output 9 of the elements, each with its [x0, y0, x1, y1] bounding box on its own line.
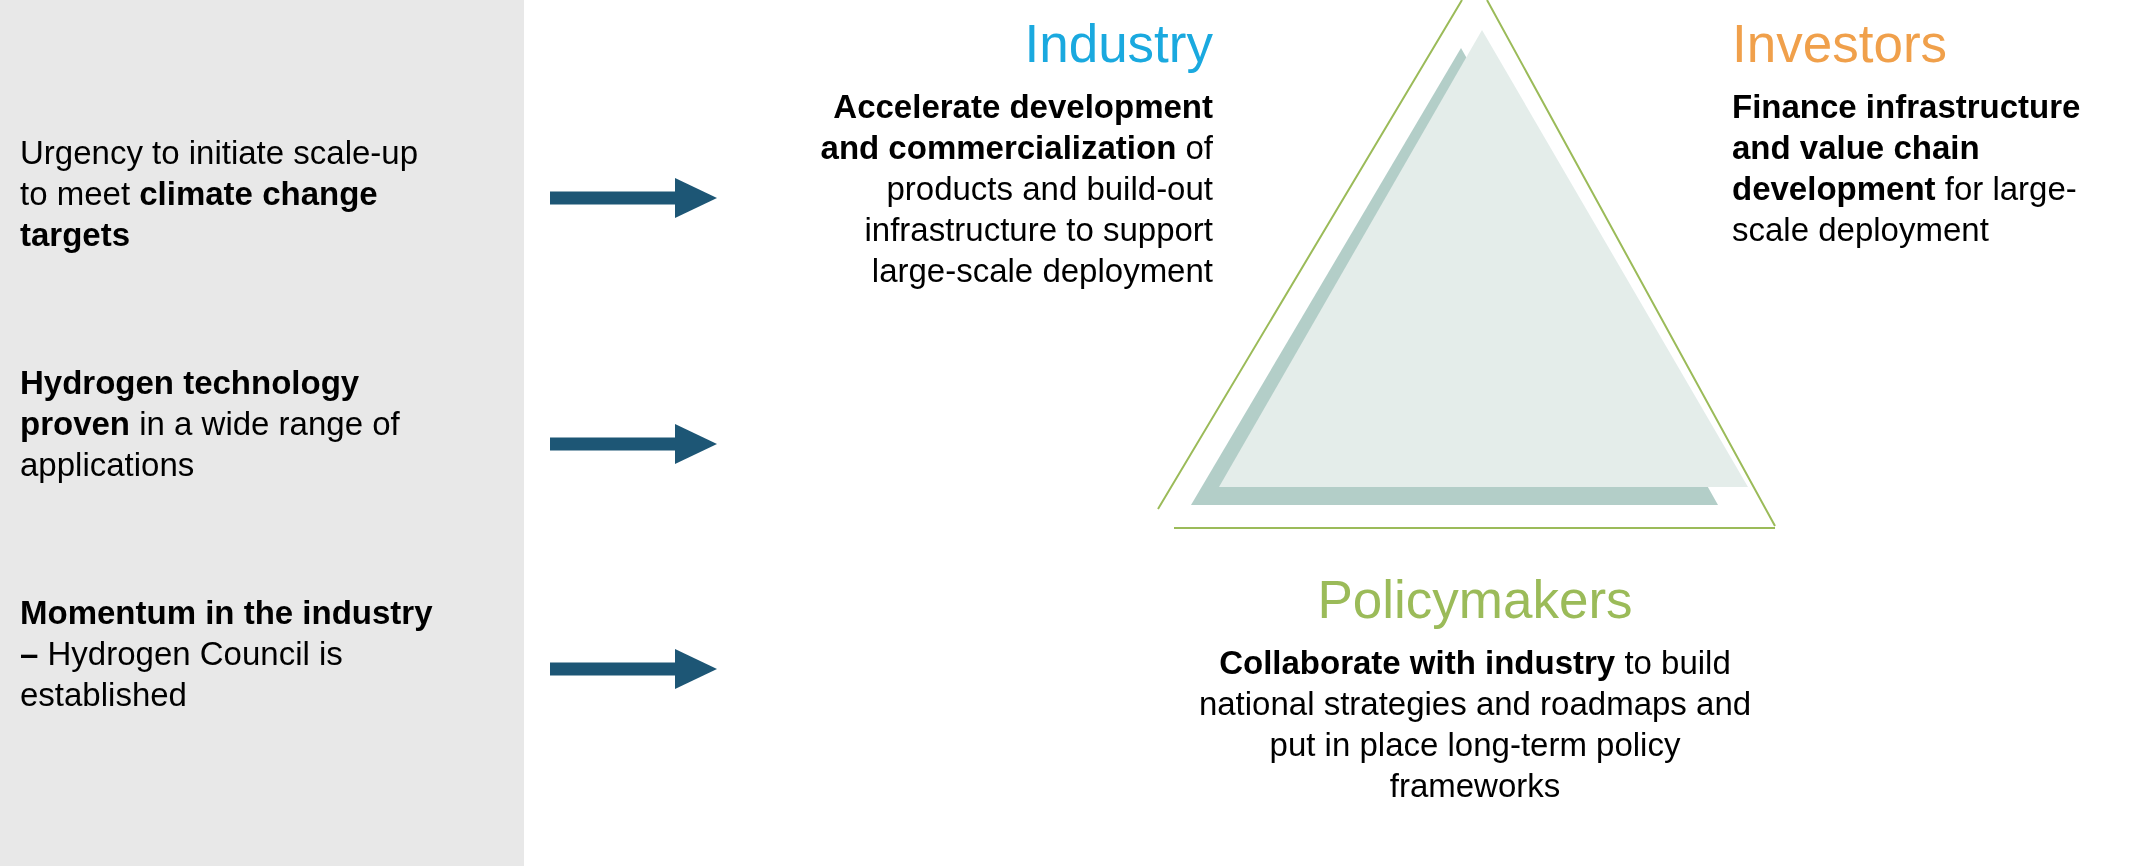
group-heading: Policymakers — [1316, 570, 1634, 630]
group-description: Collaborate with industry to build national strategies and roadmaps and put in place long-term policy frameworks — [1197, 643, 1753, 806]
group-description: Finance infrastructure and value chain development for large-scale deployment — [1732, 87, 2082, 250]
group-heading: Industry — [1023, 14, 1213, 74]
group-description: Accelerate development and commercialization of products and build-out infrastructure to support large-scale deployment — [819, 87, 1213, 291]
driver-text: Hydrogen technology proven in a wide range of applications — [20, 363, 401, 485]
driver-text: Urgency to initiate scale-up to meet climate change targets — [20, 133, 420, 255]
driver-text: Momentum in the industry – Hydrogen Council is established — [20, 593, 434, 715]
group-heading: Investors — [1732, 14, 1949, 74]
